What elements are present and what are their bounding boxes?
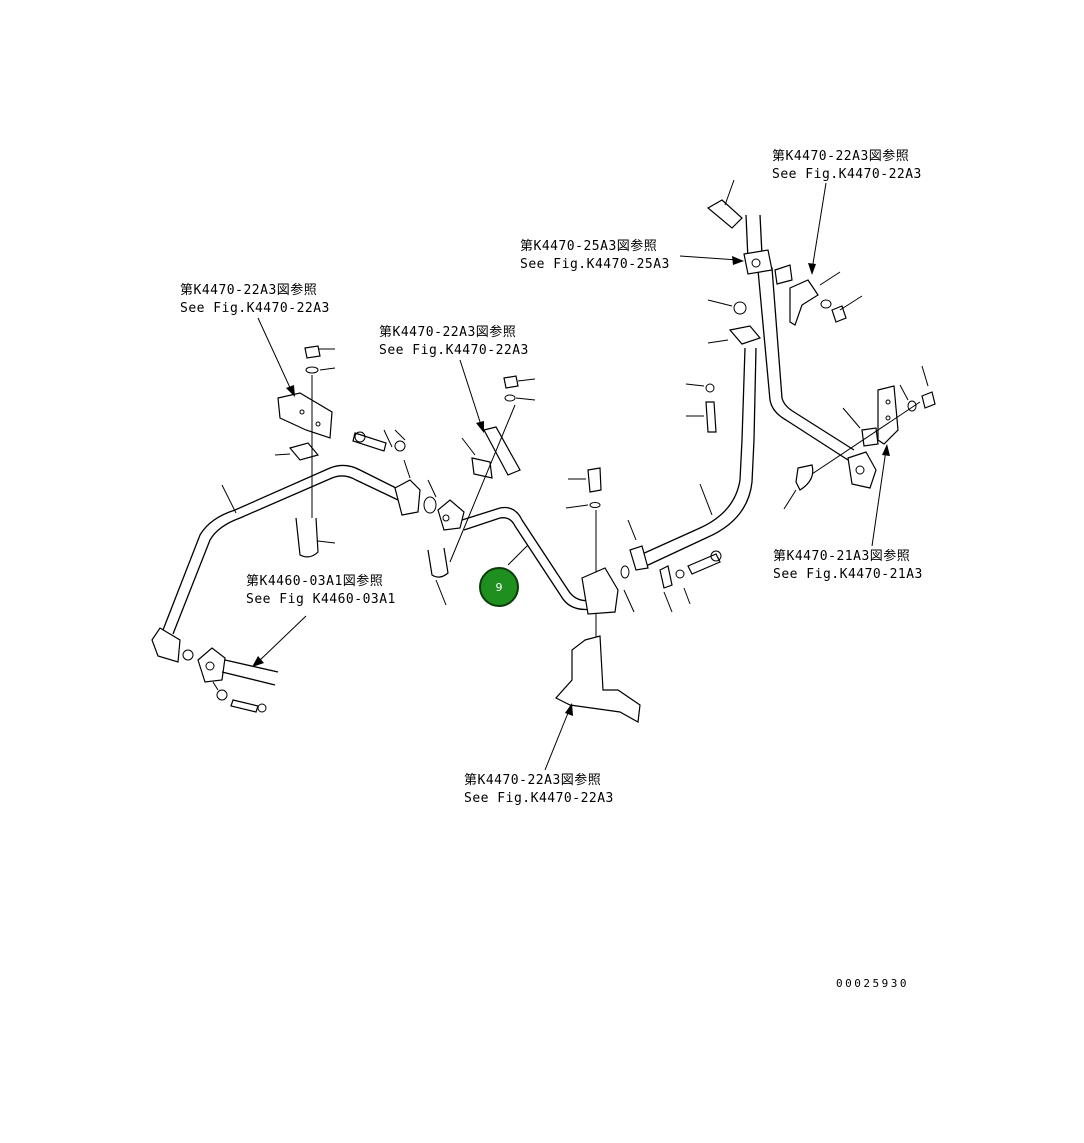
reference-jp: 第K4470-22A3図参照 <box>180 283 318 298</box>
right-hose <box>629 325 762 571</box>
reference-en: See Fig.K4470-22A3 <box>464 791 614 806</box>
reference-label-left-mid: 第K4460-03A1図参照 See Fig K4460-03A1 <box>246 573 396 609</box>
reference-label-upper-left: 第K4470-22A3図参照 See Fig.K4470-22A3 <box>180 282 330 318</box>
right-hose-hardware <box>659 383 722 613</box>
reference-jp: 第K4460-03A1図参照 <box>246 574 384 589</box>
main-pipe-middle <box>461 506 606 611</box>
part-number-marker[interactable]: 9 <box>479 567 519 607</box>
right-ubolt-bracket <box>783 365 936 510</box>
left-pipe-flange <box>151 627 194 663</box>
center-upper-bracket <box>427 375 536 606</box>
center-bolt-bracket <box>555 467 641 723</box>
reference-en: See Fig.K4470-21A3 <box>773 567 923 582</box>
part-number-label: 9 <box>495 580 503 594</box>
left-lower-flange-hose <box>197 647 279 713</box>
reference-jp: 第K4470-22A3図参照 <box>772 149 910 164</box>
reference-label-upper-mid-right: 第K4470-25A3図参照 See Fig.K4470-25A3 <box>520 238 670 274</box>
reference-en: See Fig.K4470-22A3 <box>180 301 330 316</box>
reference-en: See Fig.K4470-22A3 <box>772 167 922 182</box>
reference-label-right-mid: 第K4470-21A3図参照 See Fig.K4470-21A3 <box>773 548 923 584</box>
reference-leaders <box>221 182 890 771</box>
reference-jp: 第K4470-21A3図参照 <box>773 549 911 564</box>
reference-en: See Fig K4460-03A1 <box>246 592 396 607</box>
reference-label-center: 第K4470-22A3図参照 See Fig.K4470-22A3 <box>379 324 529 360</box>
left-bolt-washer <box>352 429 406 452</box>
reference-en: See Fig.K4470-22A3 <box>379 343 529 358</box>
reference-jp: 第K4470-22A3図参照 <box>464 773 602 788</box>
reference-jp: 第K4470-25A3図参照 <box>520 239 658 254</box>
reference-label-top-right: 第K4470-22A3図参照 See Fig.K4470-22A3 <box>772 148 922 184</box>
main-pipe-left <box>162 464 401 635</box>
left-bracket-group <box>274 345 336 558</box>
mid-split-flange <box>394 459 465 531</box>
upper-right-pipe <box>706 179 877 489</box>
reference-jp: 第K4470-22A3図参照 <box>379 325 517 340</box>
drawing-code: 00025930 <box>836 977 909 990</box>
reference-label-bottom: 第K4470-22A3図参照 See Fig.K4470-22A3 <box>464 772 614 808</box>
reference-en: See Fig.K4470-25A3 <box>520 257 670 272</box>
upper-right-bracket <box>774 264 863 326</box>
